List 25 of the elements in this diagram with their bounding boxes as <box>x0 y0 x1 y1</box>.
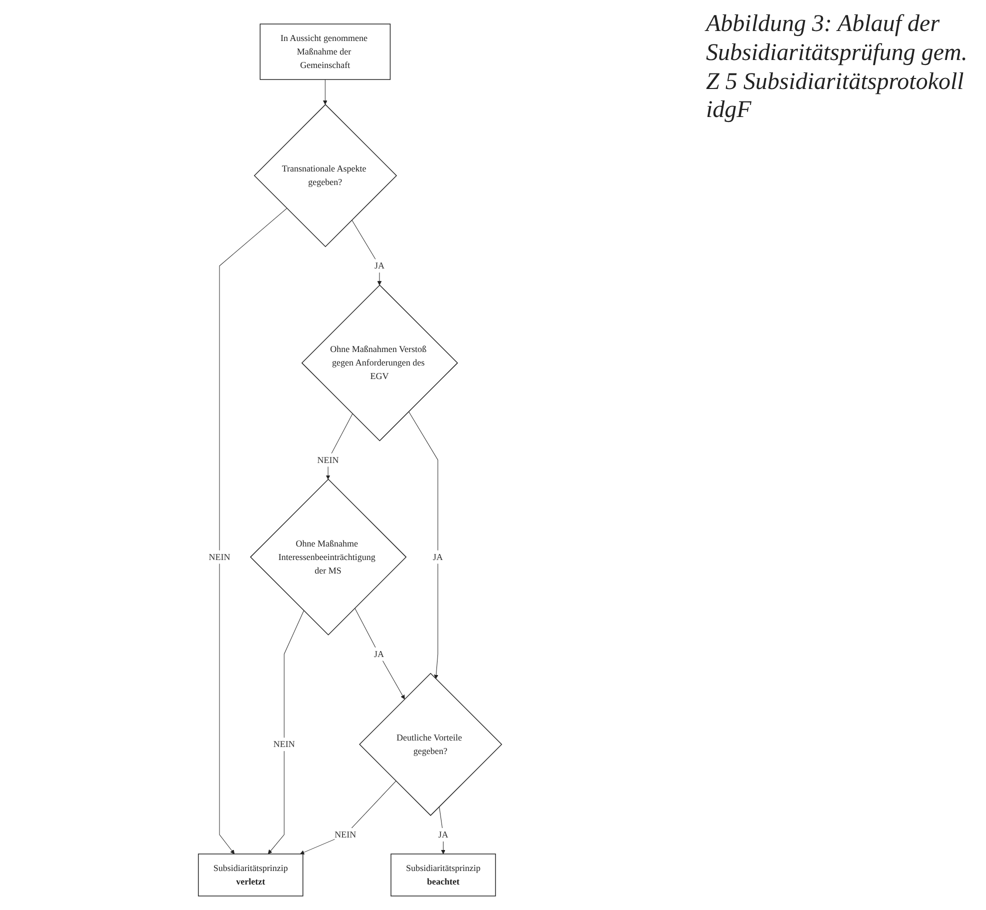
edge-label: JA <box>374 260 384 271</box>
node-box: In Aussicht genommene Maßnahme der Gemeinschaft <box>260 24 391 80</box>
arrow <box>326 414 353 480</box>
edge-label: NEIN <box>273 739 295 750</box>
edge-label: NEIN <box>317 454 339 465</box>
arrow <box>408 411 438 680</box>
edge-label: NEIN <box>334 829 356 840</box>
arrow <box>322 79 328 105</box>
node-box: Subsidiaritätsprinzip verletzt <box>198 854 304 896</box>
arrow <box>219 208 288 854</box>
caption: Abbildung 3: Ablauf der Subsidiaritätsprüfung gem. Z 5 Subsidiaritätsprotokoll idgF <box>706 10 968 126</box>
arrow <box>300 780 396 854</box>
edge-label: JA <box>374 648 384 659</box>
edge-label: JA <box>432 552 443 562</box>
arrow <box>352 220 382 286</box>
node-diamond: Ohne Maßnahme Interessenbeeinträchtigung der MS <box>250 478 407 636</box>
node-diamond: Ohne Maßnahmen Verstoß gegen Anforderungen des EGV <box>301 284 458 442</box>
arrow <box>354 608 405 700</box>
edge-label: JA <box>438 829 448 840</box>
arrow <box>268 610 304 854</box>
arrow <box>438 806 446 854</box>
node-box: Subsidiaritätsprinzip beachtet <box>390 854 496 896</box>
node-diamond: Deutliche Vorteile gegeben? <box>359 672 502 816</box>
edge-label: NEIN <box>208 552 230 562</box>
node-diamond: Transnationale Aspekte gegeben? <box>254 104 397 248</box>
